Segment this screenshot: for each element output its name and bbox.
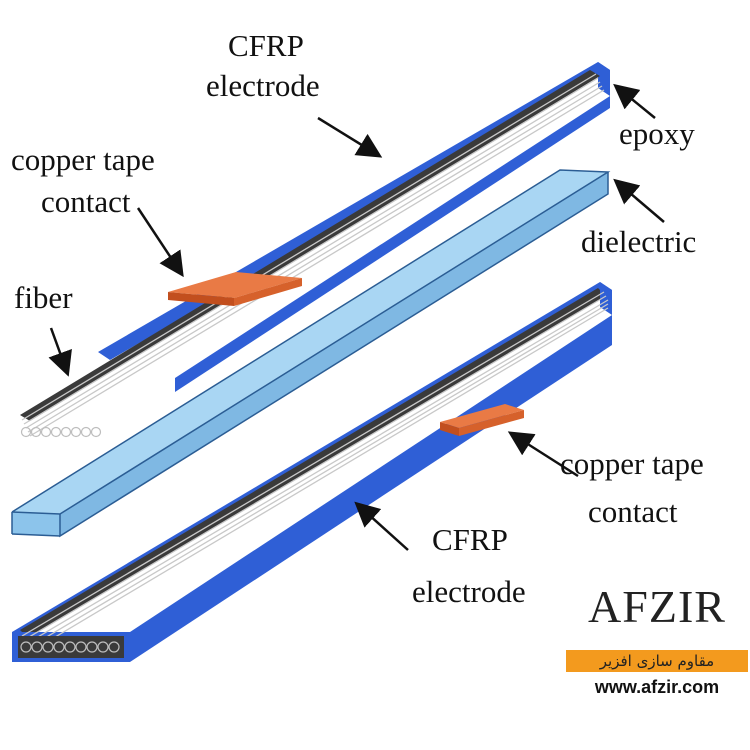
dielectric-layer xyxy=(11,169,611,538)
logo-tagline: مقاوم سازی افزیر xyxy=(566,650,748,672)
label-copper-top-line1: copper tape xyxy=(11,142,155,177)
label-fiber: fiber xyxy=(14,280,73,315)
label-dielectric: dielectric xyxy=(581,224,697,259)
label-copper-top-line2: contact xyxy=(41,184,131,219)
label-cfrp-bottom-line1: CFRP xyxy=(432,522,508,557)
label-arrows xyxy=(48,83,665,551)
label-cfrp-top-line1: CFRP xyxy=(228,28,304,63)
top-fiber-ends xyxy=(20,426,102,438)
bottom-copper-tape xyxy=(440,404,524,436)
logo-url: www.afzir.com xyxy=(594,677,720,697)
arrow-cfrp-bottom xyxy=(354,501,409,551)
arrow-cfrp-top xyxy=(317,116,383,158)
top-electrode-fibers xyxy=(21,73,605,437)
bottom-fiber-ends xyxy=(20,641,120,653)
arrow-fiber xyxy=(48,327,72,377)
label-copper-bottom-line1: copper tape xyxy=(560,446,704,481)
arrow-copper-top xyxy=(136,207,184,278)
arrow-copper-bottom xyxy=(507,431,579,478)
label-copper-bottom-line2: contact xyxy=(588,494,678,529)
arrow-dielectric xyxy=(613,178,665,223)
afzir-logo: AFZIR مقاوم سازی افزیر www.afzir.com xyxy=(566,578,748,706)
top-copper-tape xyxy=(168,272,302,306)
bottom-electrode-fibers xyxy=(21,291,609,653)
arrow-epoxy xyxy=(613,83,656,119)
label-cfrp-top-line2: electrode xyxy=(206,68,320,103)
bottom-cfrp-electrode xyxy=(12,282,612,662)
label-epoxy: epoxy xyxy=(619,116,695,151)
label-cfrp-bottom-line2: electrode xyxy=(412,574,526,609)
logo-wordmark: AFZIR xyxy=(588,581,726,632)
